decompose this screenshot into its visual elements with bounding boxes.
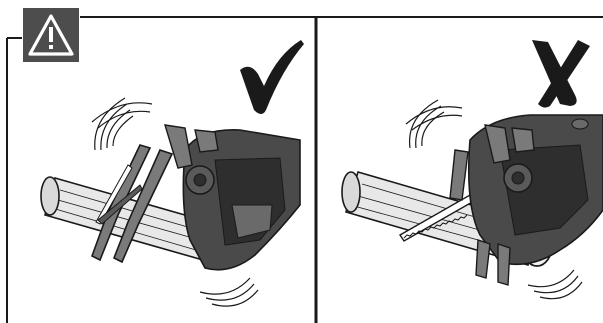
cross-mark-icon (532, 40, 590, 108)
check-mark-icon (240, 40, 304, 114)
motion-lines-lower-right (528, 270, 582, 299)
motion-lines-lower (200, 278, 258, 306)
warning-icon-exclamation-bar (49, 27, 53, 42)
jigsaw-pruner-tool-right (469, 115, 603, 264)
warning-icon-exclamation-dot (49, 45, 53, 49)
motion-lines-upper-right (406, 100, 462, 148)
panel-correct (41, 40, 304, 306)
panel-incorrect (342, 40, 603, 299)
warning-icon (23, 8, 79, 62)
motion-lines-upper (92, 98, 152, 150)
